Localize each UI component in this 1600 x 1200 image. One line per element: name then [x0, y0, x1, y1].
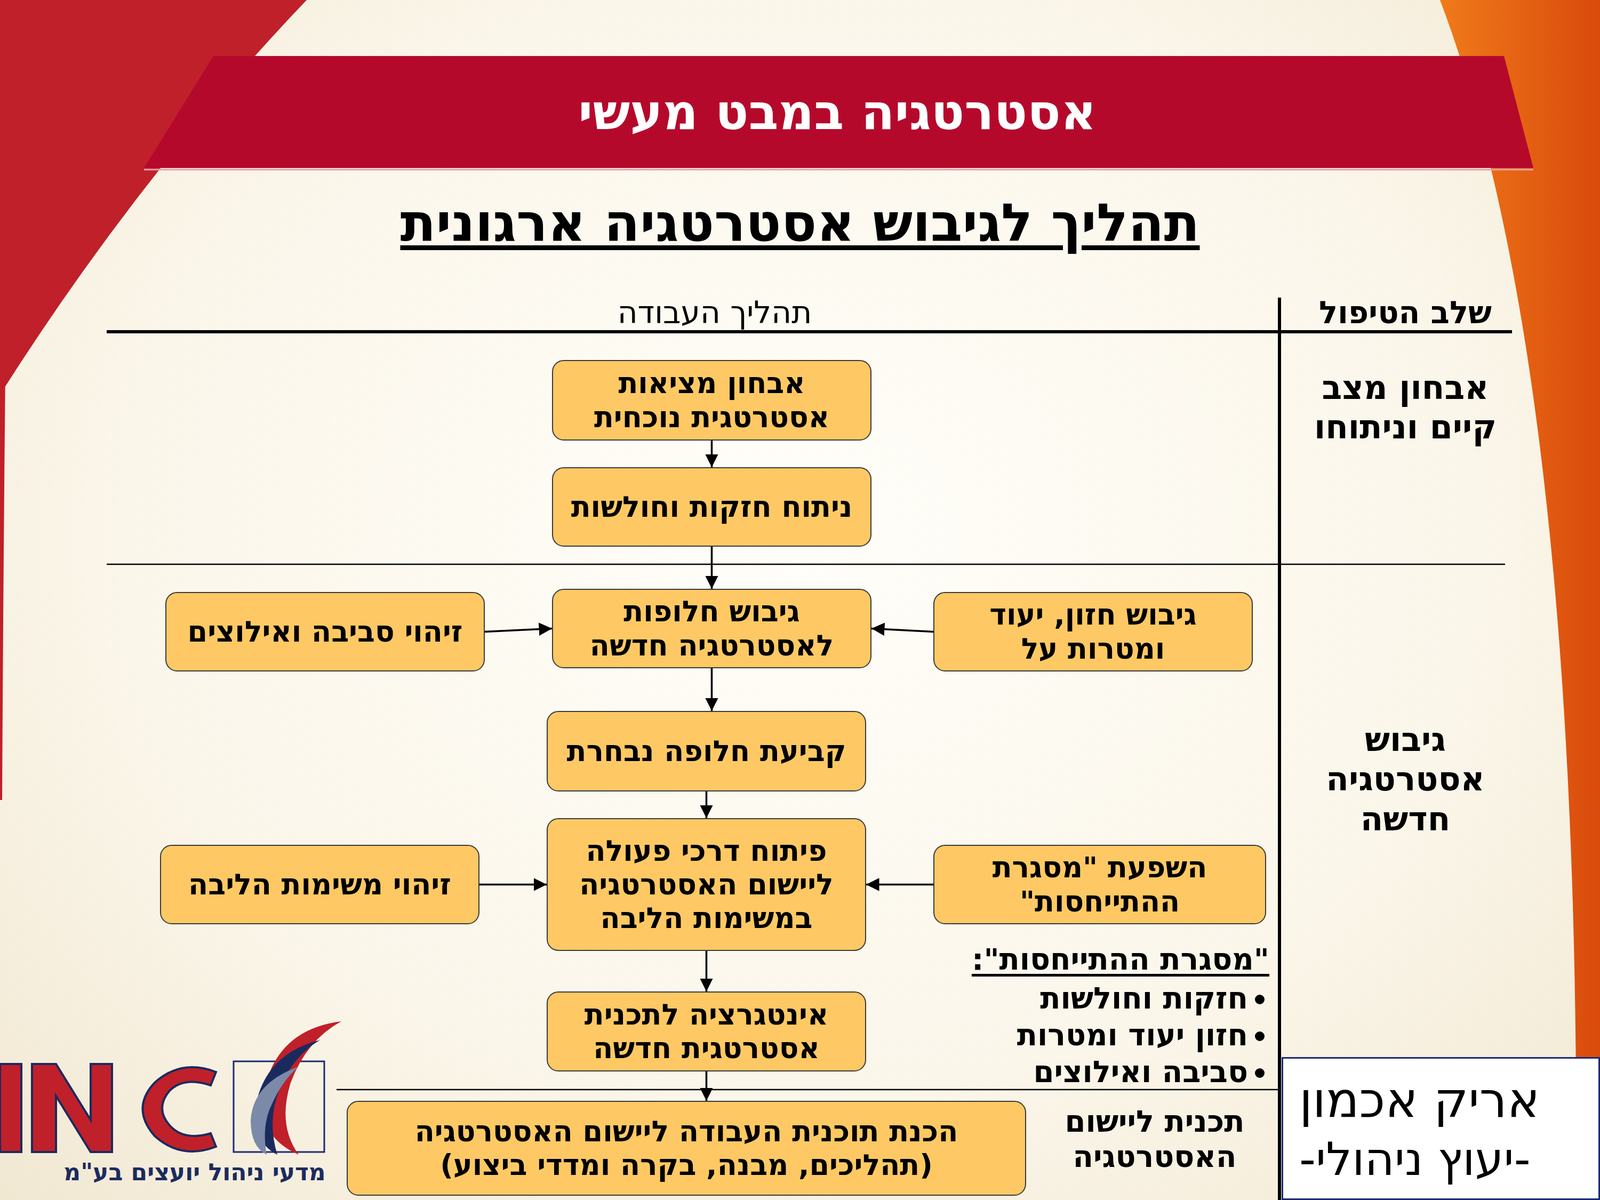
band-edge [144, 169, 1534, 171]
process-box: זיהוי סביבה ואילוצים [165, 592, 485, 672]
process-box: זיהוי משימות הליבה [160, 844, 480, 925]
process-box: אינטגרציה לתכנית אסטרטגית חדשה [546, 991, 867, 1072]
note-item: חזקות וחולשות [853, 980, 1248, 1016]
flow-arrow [710, 546, 714, 589]
stage-label: אבחון מצב קיים וניתוחו [1290, 368, 1520, 448]
bullet [1254, 994, 1265, 1005]
flow-arrow [710, 668, 714, 711]
title-band [144, 56, 1534, 168]
process-box: פיתוח דרכי פעולה ליישום האסטרטגיה במשימו… [546, 818, 867, 951]
box-text: אינטגרציה לתכנית אסטרטגית חדשה [556, 997, 857, 1066]
flow-arrow [705, 950, 708, 992]
bullet [1254, 1031, 1265, 1042]
company-logo [0, 1021, 342, 1155]
note-item: סביבה ואילוצים [853, 1053, 1248, 1090]
flow-arrow [871, 628, 934, 632]
signature-text: -יעוץ ניהולי- [1299, 1130, 1531, 1189]
table-rule [336, 1089, 1280, 1091]
process-box: הכנת תוכנית העבודה ליישום האסטרטגיה (תהל… [346, 1100, 1027, 1196]
column-header: שלב הטיפול [1290, 294, 1520, 332]
flow-arrow [705, 791, 708, 819]
box-text: גיבוש חלופות לאסטרטגיה חדשה [561, 594, 862, 662]
box-text: גיבוש חזון, יעוד ומטרות על [942, 597, 1244, 666]
page-title: אסטרטגיה במבט מעשי [144, 56, 1531, 168]
company-name: מדעי ניהול יועצים בע"מ [37, 1158, 352, 1187]
box-text: פיתוח דרכי פעולה ליישום האסטרטגיה במשימו… [556, 834, 857, 936]
process-box: קביעת חלופה נבחרת [546, 710, 867, 792]
edge-strip [0, 373, 6, 800]
flow-arrow [479, 883, 547, 886]
diagram-heading: תהליך לגיבוש אסטרטגיה ארגונית [160, 192, 1440, 255]
process-box: השפעת "מסגרת ההתייחסות" [933, 844, 1267, 925]
flow-arrow [710, 440, 714, 468]
table-rule [106, 563, 1506, 566]
flow-arrow [866, 883, 934, 886]
signature-text: אריק אכמון [1299, 1069, 1540, 1131]
box-text: אבחון מציאות אסטרטגית נוכחית [561, 366, 862, 434]
process-box: אבחון מציאות אסטרטגית נוכחית [552, 360, 872, 441]
column-header: תהליך העבודה [506, 294, 923, 332]
stage-label: גיבוש אסטרטגיה חדשה [1290, 720, 1520, 839]
stage-label: תכנית ליישום האסטרטגיה [1032, 1104, 1278, 1175]
box-text: קביעת חלופה נבחרת [566, 734, 847, 768]
flow-arrow [484, 628, 552, 632]
box-text: זיהוי סביבה ואילוצים [187, 614, 463, 649]
box-text: זיהוי משימות הליבה [188, 867, 452, 902]
note-item: חזון יעוד ומטרות [853, 1017, 1248, 1053]
flow-arrow [705, 1071, 708, 1101]
signature-box: אריק אכמון-יעוץ ניהולי- [1281, 1057, 1600, 1200]
box-text: הכנת תוכנית העבודה ליישום האסטרטגיה (תהל… [356, 1114, 1017, 1182]
process-box: ניתוח חזקות וחולשות [552, 467, 872, 547]
box-text: ניתוח חזקות וחולשות [571, 490, 853, 524]
process-box: גיבוש חזון, יעוד ומטרות על [933, 592, 1253, 672]
process-box: גיבוש חלופות לאסטרטגיה חדשה [552, 588, 872, 669]
note-heading: "מסגרת ההתייחסות": [853, 941, 1270, 978]
table-rule [1277, 297, 1282, 1200]
bullet [1254, 1068, 1265, 1078]
box-text: השפעת "מסגרת ההתייחסות" [942, 850, 1257, 918]
corner-shape [1440, 0, 1600, 1200]
